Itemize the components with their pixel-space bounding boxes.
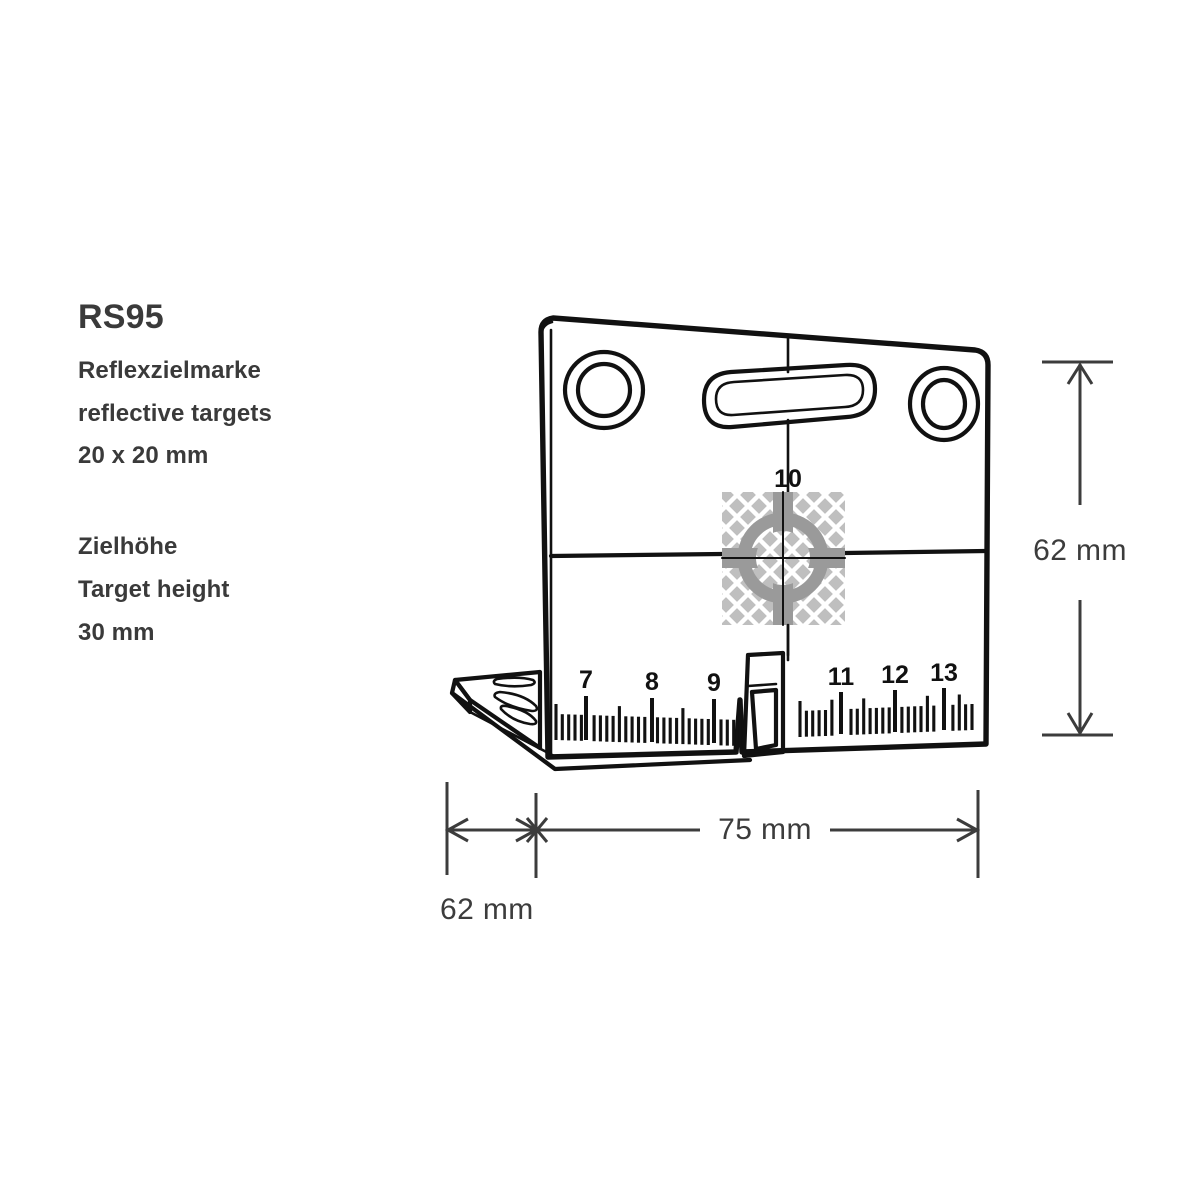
- target-height-label-en: Target height: [78, 575, 230, 603]
- ruler-label-center: 10: [774, 465, 802, 493]
- svg-text:9: 9: [707, 669, 721, 697]
- mounting-slot: [701, 362, 878, 430]
- base-foot: [449, 669, 753, 772]
- svg-text:13: 13: [930, 659, 958, 687]
- svg-text:12: 12: [881, 661, 909, 689]
- dimension-width-label: 75 mm: [718, 813, 812, 846]
- product-title: RS95: [78, 298, 164, 336]
- dimension-depth-label: 62 mm: [440, 893, 534, 926]
- spec-text-block: RS95 Reflexzielmarke reflective targets …: [78, 300, 408, 654]
- reflective-target-sticker: [721, 491, 846, 626]
- spec-line-de: Reflexzielmarke: [78, 357, 261, 384]
- mounting-hole-left: [562, 349, 646, 431]
- spec-line-en: reflective targets: [78, 399, 272, 427]
- dimension-height-right: 62 mm: [1033, 360, 1127, 737]
- svg-text:11: 11: [828, 663, 855, 691]
- dimension-width-bottom: 75 mm 62 mm: [440, 782, 981, 926]
- dimension-height-label: 62 mm: [1033, 534, 1127, 567]
- svg-text:8: 8: [645, 668, 659, 696]
- target-height-label-de: Zielhöhe: [78, 533, 178, 561]
- target-height-value: 30 mm: [78, 618, 155, 646]
- target-plate-body: [538, 315, 991, 760]
- ruler-scale-right: 11 12 13: [798, 659, 974, 737]
- spec-line-size: 20 x 20 mm: [78, 442, 209, 470]
- svg-text:7: 7: [579, 666, 593, 694]
- mounting-hole-right: [907, 365, 981, 443]
- ruler-scale-left: 7 8 9: [554, 666, 742, 746]
- center-notch-tab: [741, 623, 790, 759]
